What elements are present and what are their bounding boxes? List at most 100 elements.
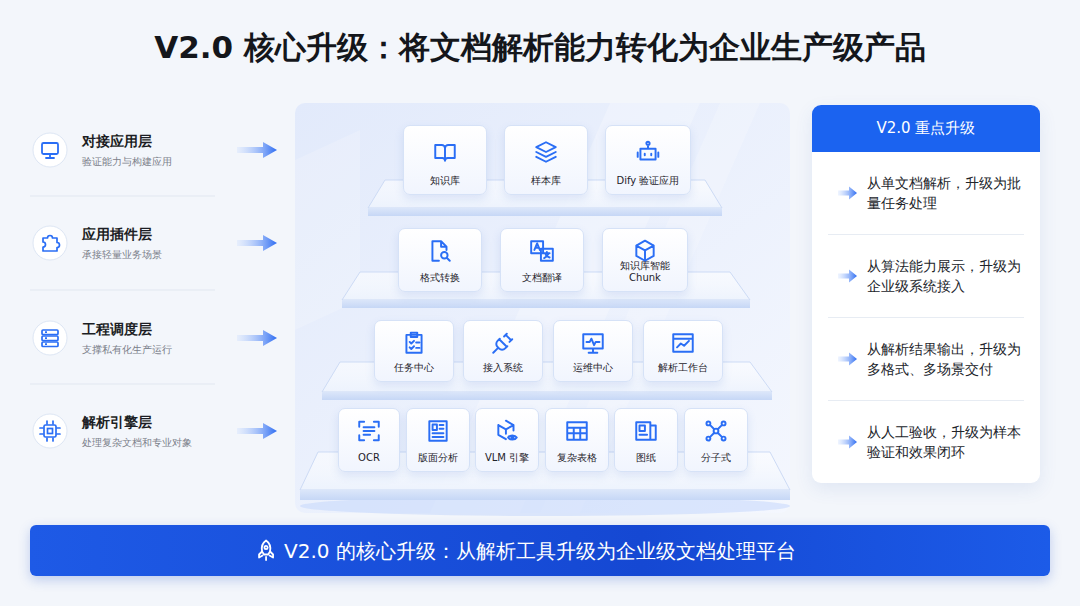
summary-banner: V2.0 的核心升级：从解析工具升级为企业级文档处理平台: [30, 525, 1050, 576]
module-card: 图纸: [614, 408, 678, 472]
module-label: 格式转换: [401, 272, 479, 284]
layer-item: 对接应用层验证能力与构建应用: [30, 128, 230, 172]
upgrade-point: 从解析结果输出，升级为多格式、多场景交付: [828, 317, 1024, 400]
upgrade-arrow: [838, 353, 857, 366]
row-separator: [30, 196, 215, 197]
icon-glyph: [536, 142, 556, 162]
icon-glyph: [359, 422, 379, 440]
monitor-icon: [42, 143, 58, 158]
module-card: 分子式: [684, 408, 748, 472]
icon-glyph: [636, 422, 656, 439]
module-label: 复杂表格: [548, 452, 606, 464]
module-icon: [533, 139, 559, 165]
module-label: 知识库智能 Chunk: [605, 260, 685, 284]
module-card: 知识库: [403, 125, 487, 195]
module-label: 运维中心: [556, 362, 630, 374]
icon-glyph: [531, 241, 553, 261]
layer-item: 工程调度层支撑私有化生产运行: [30, 316, 230, 360]
icon-glyph: [493, 334, 512, 353]
platform-front: [368, 208, 722, 216]
icon-glyph: [638, 142, 659, 160]
upgrade-arrow: [838, 187, 857, 200]
icon-glyph: [406, 333, 421, 353]
module-icon: [703, 418, 729, 444]
banner-text: V2.0 的核心升级：从解析工具升级为企业级文档处理平台: [284, 538, 796, 564]
module-card: 解析工作台: [643, 320, 723, 382]
module-icon: [564, 418, 590, 444]
page-title: V2.0 核心升级：将文档解析能力转化为企业生产级产品: [0, 27, 1080, 67]
module-card: 文档翻译: [500, 228, 584, 292]
module-card: Dify 验证应用: [605, 125, 691, 195]
icon-circle: [33, 414, 67, 448]
layer-desc: 验证能力与构建应用: [82, 155, 230, 169]
icon-glyph: [435, 145, 455, 161]
module-label: 文档翻译: [503, 272, 581, 284]
icon-glyph: [432, 241, 449, 261]
layer-name: 工程调度层: [82, 320, 230, 338]
layer-name: 应用插件层: [82, 225, 230, 243]
module-card: 复杂表格: [545, 408, 609, 472]
module-icon: [427, 238, 453, 264]
icon-circle: [33, 133, 67, 167]
platform-front: [300, 490, 790, 500]
module-icon: [432, 139, 458, 165]
upgrade-point: 从算法能力展示，升级为企业级系统接入: [828, 234, 1024, 317]
layer-desc: 处理复杂文档和专业对象: [82, 436, 230, 450]
layer-name: 对接应用层: [82, 132, 230, 150]
row-separator: [30, 290, 215, 291]
module-label: 接入系统: [466, 362, 540, 374]
module-icon: [401, 330, 427, 356]
layer-arrow: [237, 142, 277, 158]
upgrade-arrow: [838, 436, 857, 449]
layer-item: 应用插件层承接轻量业务场景: [30, 221, 230, 265]
module-label: 样本库: [507, 175, 585, 187]
module-card: 接入系统: [463, 320, 543, 382]
module-label: 分子式: [687, 452, 745, 464]
module-icon: [635, 139, 661, 165]
illustration-panel: [295, 103, 790, 513]
layer-arrow: [237, 235, 277, 251]
chip-icon: [40, 421, 60, 441]
module-label: Dify 验证应用: [608, 175, 688, 187]
module-card: 版面分析: [406, 408, 470, 472]
layer-item: 解析引擎层处理复杂文档和专业对象: [30, 409, 230, 453]
layer-arrow: [237, 423, 277, 439]
module-card: OCR: [338, 408, 400, 472]
module-card: 知识库智能 Chunk: [602, 228, 688, 292]
layer-arrow: [237, 330, 277, 346]
module-icon: [356, 418, 382, 444]
row-separator: [30, 384, 215, 385]
layer-desc: 支撑私有化生产运行: [82, 343, 230, 357]
server-icon: [42, 330, 58, 347]
icon-glyph: [567, 422, 587, 439]
platform-front: [322, 392, 772, 400]
module-card: 任务中心: [374, 320, 454, 382]
module-label: 解析工作台: [646, 362, 720, 374]
icon-glyph: [583, 334, 603, 352]
layer-desc: 承接轻量业务场景: [82, 248, 230, 262]
module-icon: [632, 238, 658, 264]
icon-circle: [33, 226, 67, 260]
upgrade-point: 从人工验收，升级为样本验证和效果闭环: [828, 400, 1024, 483]
icon-circle: [33, 321, 67, 355]
puzzle-icon: [43, 236, 60, 251]
module-card: 样本库: [504, 125, 588, 195]
module-icon: [529, 238, 555, 264]
module-label: 版面分析: [409, 452, 467, 464]
layer-name: 解析引擎层: [82, 413, 230, 431]
module-label: 图纸: [617, 452, 675, 464]
module-card: 运维中心: [553, 320, 633, 382]
icon-glyph: [498, 421, 516, 440]
module-card: 格式转换: [398, 228, 482, 292]
module-icon: [670, 330, 696, 356]
upgrade-point: 从单文档解析，升级为批量任务处理: [828, 152, 1024, 234]
module-icon: [633, 418, 659, 444]
module-card: VLM 引擎: [475, 408, 539, 472]
upgrade-arrow: [838, 270, 857, 283]
icon-glyph: [673, 334, 693, 351]
module-label: VLM 引擎: [478, 452, 536, 464]
module-icon: [490, 330, 516, 356]
icon-glyph: [636, 241, 653, 261]
module-label: 任务中心: [377, 362, 451, 374]
